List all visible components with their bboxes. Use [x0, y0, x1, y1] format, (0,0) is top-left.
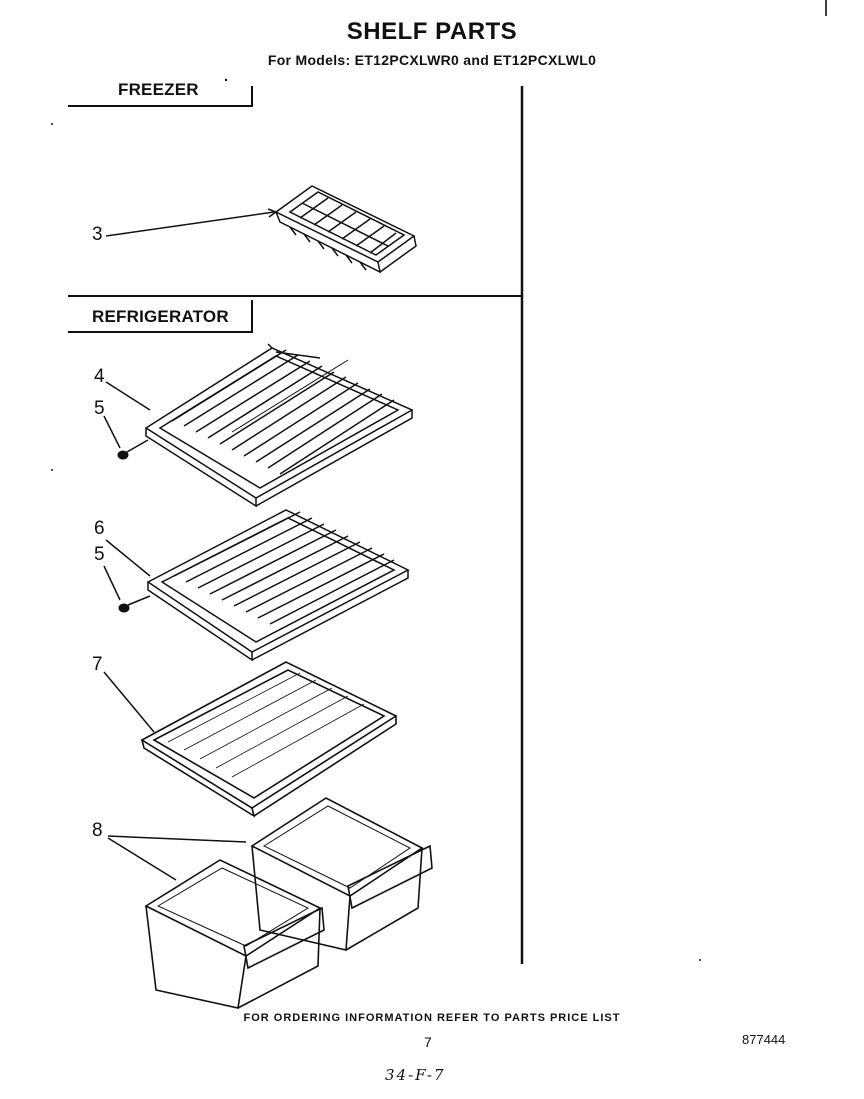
- screw-lower-drawing: [118, 595, 151, 613]
- models-subtitle: For Models: ET12PCXLWR0 and ET12PCXLWL0: [267, 52, 597, 68]
- leader-4: [105, 381, 151, 411]
- leader-5-lower: [103, 565, 121, 601]
- ice-tray-drawing: [274, 185, 417, 274]
- leader-6: [105, 539, 151, 577]
- page-number: 7: [424, 1034, 432, 1050]
- leader-8a: [107, 835, 247, 843]
- ordering-note: FOR ORDERING INFORMATION REFER TO PARTS …: [243, 1012, 621, 1024]
- freezer-label-box: [68, 86, 253, 107]
- callout-6: 6: [94, 518, 105, 539]
- screw-upper-drawing: [117, 439, 149, 460]
- callout-4: 4: [94, 366, 105, 387]
- document-number: 877444: [742, 1032, 786, 1047]
- refrigerator-label-box: [68, 300, 253, 333]
- leader-8b: [107, 837, 177, 881]
- crisper-drawers-drawing: [144, 797, 433, 1009]
- handwritten-note: 34-F-7: [385, 1066, 446, 1084]
- callout-8: 8: [92, 820, 103, 841]
- scan-dots: [51, 78, 701, 961]
- refrigerator-section-label: REFRIGERATOR: [92, 307, 229, 326]
- freezer-section-label: FREEZER: [118, 80, 199, 99]
- callout-5-lower: 5: [94, 544, 105, 565]
- callout-7: 7: [92, 654, 103, 675]
- leader-7: [103, 671, 155, 733]
- wire-shelf-lower-drawing: [146, 509, 410, 662]
- leader-3: [105, 211, 275, 237]
- callout-3: 3: [92, 224, 103, 245]
- page-title: SHELF PARTS: [346, 18, 518, 45]
- glass-shelf-drawing: [140, 661, 398, 818]
- leader-lines: [103, 208, 278, 881]
- callout-5-upper: 5: [94, 398, 105, 419]
- leader-5-upper: [103, 415, 121, 449]
- wire-shelf-upper-drawing: [144, 343, 414, 508]
